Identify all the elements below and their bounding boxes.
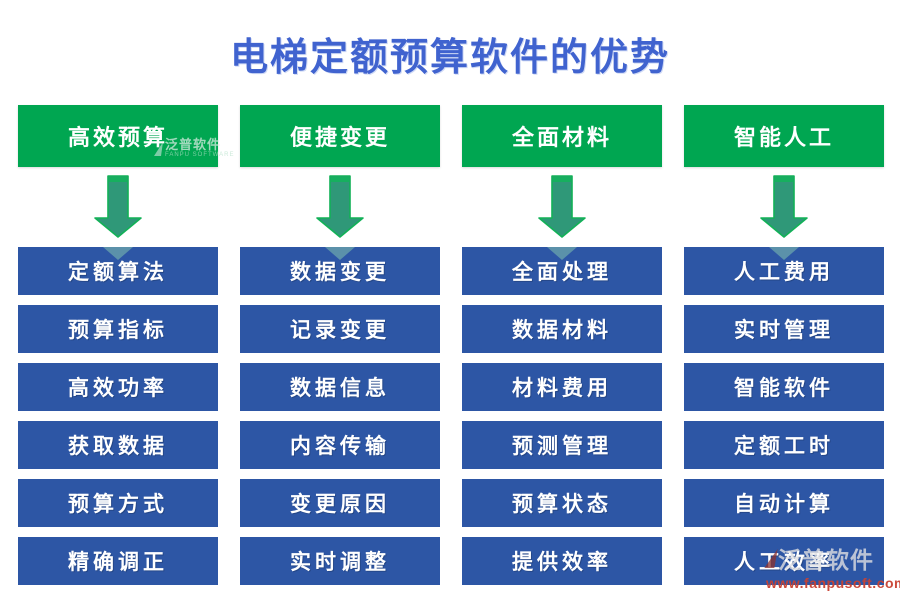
feature-box: 实时调整 — [240, 537, 440, 585]
feature-box: 数据变更 — [240, 247, 440, 295]
feature-box: 定额工时 — [684, 421, 884, 469]
arrow-tip-ghost-icon — [769, 247, 799, 260]
down-arrow-icon — [18, 167, 218, 247]
feature-box: 变更原因 — [240, 479, 440, 527]
arrow-tip-ghost-icon — [325, 247, 355, 260]
down-arrow-icon — [462, 167, 662, 247]
feature-box: 人工费用 — [684, 247, 884, 295]
feature-box: 预算方式 — [18, 479, 218, 527]
arrow-tip-ghost-icon — [103, 247, 133, 260]
feature-box: 自动计算 — [684, 479, 884, 527]
column-header: 高效预算 — [18, 105, 218, 167]
arrow-tip-ghost-icon — [547, 247, 577, 260]
column-comprehensive-material: 全面材料 全面处理 数据材料 材料费用 预测管理 预算状态 提供效率 — [462, 105, 662, 585]
feature-box: 预算状态 — [462, 479, 662, 527]
feature-box: 预测管理 — [462, 421, 662, 469]
columns-container: 高效预算 定额算法 预算指标 高效功率 获取数据 预算方式 精确调正 便捷变更 — [18, 105, 884, 585]
feature-box: 内容传输 — [240, 421, 440, 469]
column-efficient-budget: 高效预算 定额算法 预算指标 高效功率 获取数据 预算方式 精确调正 — [18, 105, 218, 585]
feature-box: 智能软件 — [684, 363, 884, 411]
feature-box: 精确调正 — [18, 537, 218, 585]
column-convenient-change: 便捷变更 数据变更 记录变更 数据信息 内容传输 变更原因 实时调整 — [240, 105, 440, 585]
down-arrow-icon — [240, 167, 440, 247]
column-header: 全面材料 — [462, 105, 662, 167]
feature-box: 获取数据 — [18, 421, 218, 469]
feature-box: 人工效率 — [684, 537, 884, 585]
column-intelligent-labor: 智能人工 人工费用 实时管理 智能软件 定额工时 自动计算 人工效率 — [684, 105, 884, 585]
page-title: 电梯定额预算软件的优势 — [229, 37, 670, 79]
feature-box: 提供效率 — [462, 537, 662, 585]
feature-box: 数据信息 — [240, 363, 440, 411]
feature-box: 高效功率 — [18, 363, 218, 411]
column-header: 智能人工 — [684, 105, 884, 167]
down-arrow-icon — [684, 167, 884, 247]
feature-box: 记录变更 — [240, 305, 440, 353]
column-header: 便捷变更 — [240, 105, 440, 167]
feature-box: 材料费用 — [462, 363, 662, 411]
feature-box: 预算指标 — [18, 305, 218, 353]
feature-box: 实时管理 — [684, 305, 884, 353]
feature-box: 数据材料 — [462, 305, 662, 353]
